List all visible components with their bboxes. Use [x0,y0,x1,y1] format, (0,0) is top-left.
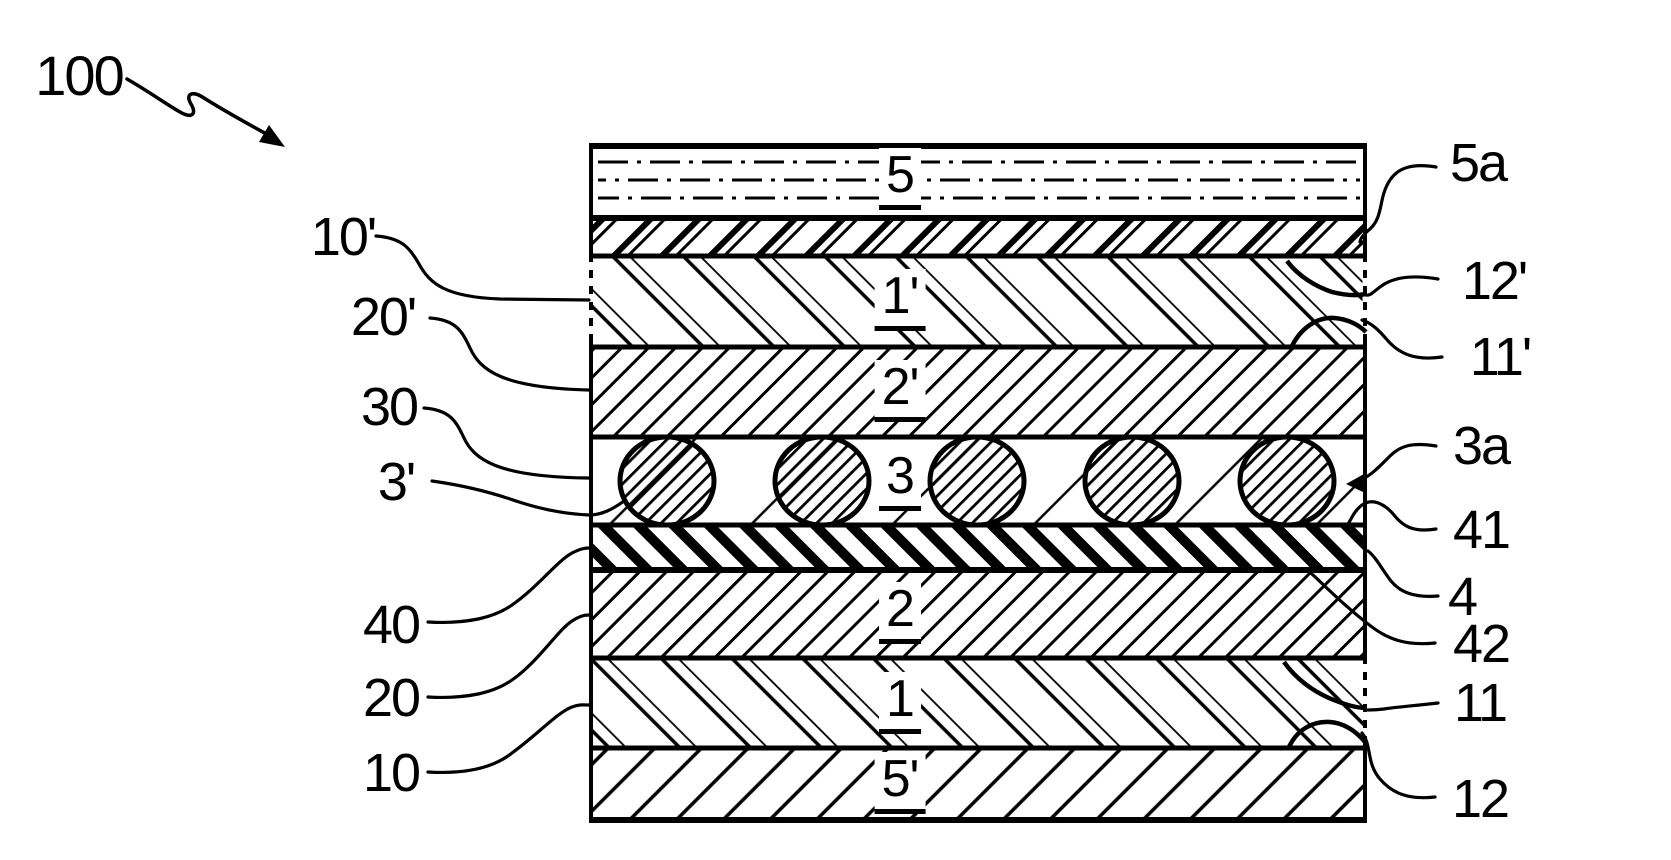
callout-11: 11 [1453,673,1508,733]
layer-boundaries [588,143,1368,823]
callout-10: 10 [362,743,421,803]
leader-10p [374,234,591,302]
layer-5a-region [589,218,1367,256]
layer-label-5: 5 [879,148,921,210]
callout-30: 30 [360,377,419,437]
layer-2-region [589,570,1367,658]
layer-1-region [589,658,1367,748]
particle-circle [1082,434,1182,528]
leader-4 [1366,549,1440,598]
layer-label-2: 2 [879,582,921,644]
callout-5a: 5a [1449,133,1508,193]
layer-5p-region [589,748,1367,820]
layer-5-region [589,146,1367,218]
callout-3a: 3a [1452,416,1511,476]
callout-4: 4 [1447,567,1478,627]
leader-12 [1360,731,1437,800]
leader-11p [1360,318,1444,360]
callout-10-prime: 10' [310,207,377,267]
leader-3p [430,479,626,517]
callout-20: 20 [362,668,421,728]
region-arc-11p [1289,315,1368,348]
layer-label-1-prime: 1' [874,269,926,331]
leader-3a [1356,442,1438,483]
leader-20 [426,613,591,699]
region-arc-12 [1286,719,1368,749]
leader-42 [1310,572,1437,646]
layer-label-1: 1 [879,672,921,734]
particle-circle [1237,434,1337,528]
callout-12-prime: 12' [1461,251,1528,311]
layer-label-2-prime: 2' [874,360,926,422]
reference-number-100: 100 [35,44,124,107]
layer-2p-region [589,347,1367,437]
arrowhead [259,125,285,147]
leader-11 [1366,701,1440,712]
leader-20p [428,316,591,392]
layer-4-region [589,525,1367,570]
leader-3a-arrowhead [1346,474,1364,492]
region-arc-11 [1282,660,1367,711]
callout-11-prime: 11' [1469,327,1532,387]
leader-10 [426,703,591,774]
leader-lines [374,164,1444,800]
leader-30 [422,406,591,480]
callout-42: 42 [1452,614,1511,674]
leader-12p [1364,275,1440,297]
callout-20-prime: 20' [350,287,417,347]
particle-circle [772,434,872,528]
electrode-region-arcs [1282,259,1368,749]
layer-5-dashdot-lines [598,160,1360,200]
leader-5a [1358,164,1438,244]
region-arc-12p [1285,259,1367,298]
callout-12: 12 [1451,769,1510,829]
reference-arrow-100 [125,77,285,147]
callout-3-prime: 3' [377,452,416,512]
particle-circle [927,434,1027,528]
particle-circle [617,434,717,528]
callout-41: 41 [1452,500,1511,560]
layer-1p-region [589,256,1367,347]
layer-label-3: 3 [879,449,921,511]
callout-40: 40 [362,595,421,655]
leader-40 [426,546,591,624]
leader-41 [1346,500,1438,532]
layer-label-5-prime: 5' [874,752,926,814]
